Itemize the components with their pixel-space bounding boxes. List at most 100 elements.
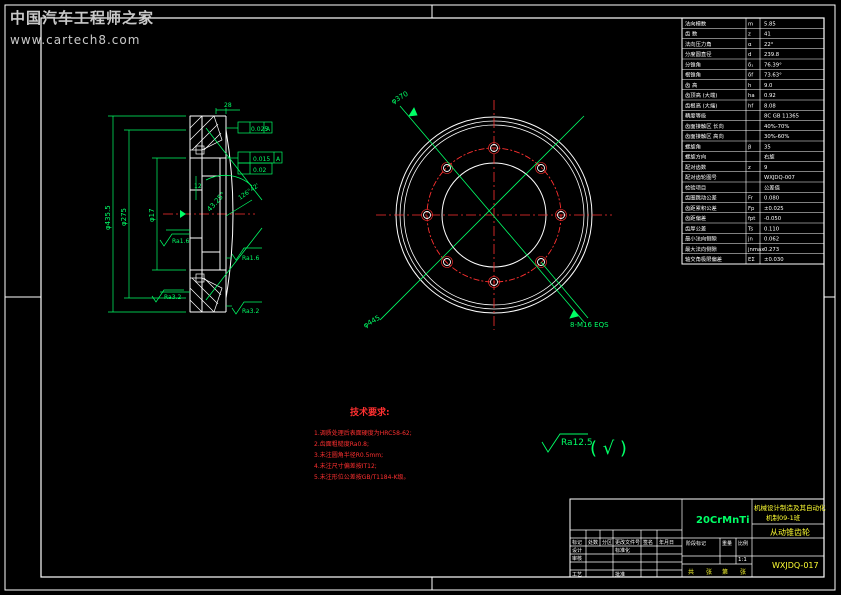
bolt-holes: [423, 144, 565, 286]
param-symbol: δ₁: [748, 62, 753, 68]
param-name: 齿距累积公差: [685, 204, 717, 212]
param-value: 35: [764, 144, 771, 150]
tech-req-line-5: 5.未注形位公差按GB/T1184-K级。: [314, 473, 410, 481]
roughness-label-3: Ra1.6: [242, 255, 259, 262]
param-name: 最大法向侧隙: [685, 245, 717, 253]
hdr-zone: 分区: [602, 539, 612, 546]
label-scale: 比例: [738, 540, 748, 547]
title-block-text: 20CrMnTi 机械设计制造及其自动化 机制09-1班 从动锥齿轮 WXJDQ…: [572, 503, 826, 578]
hdr-sign: 签名: [643, 539, 653, 546]
param-value: 0.273: [764, 247, 779, 253]
title-part-name: 从动锥齿轮: [770, 527, 810, 537]
param-value: 9: [764, 165, 767, 171]
hdr-change-doc: 更改文件号: [615, 539, 640, 546]
watermark-url: www.cartech8.com: [10, 33, 140, 47]
param-name: 螺旋角: [685, 142, 701, 150]
label-reviewer: 审核: [572, 555, 582, 562]
hdr-mark: 标记: [572, 539, 582, 546]
param-name: 齿顶高 (大端): [685, 91, 717, 99]
param-symbol: m: [748, 21, 753, 27]
label-designer: 设计: [572, 547, 582, 554]
param-value: 5.85: [764, 21, 776, 27]
param-symbol: h: [748, 83, 751, 89]
param-value: WXJDQ-007: [764, 175, 795, 181]
centerlines: [376, 100, 612, 330]
title-school: 机械设计制造及其自动化: [754, 503, 826, 512]
param-symbol: jnmax: [747, 247, 764, 253]
param-name: 根锥角: [685, 71, 701, 79]
watermark-title: 中国汽车工程师之家: [10, 9, 154, 27]
param-symbol: δf: [748, 73, 753, 79]
sheet-no-label: 第: [722, 568, 728, 576]
dim-width-top: 28: [224, 102, 232, 109]
dim-mid: 12: [194, 183, 202, 190]
hdr-count: 处数: [588, 539, 598, 546]
title-class: 机制09-1班: [766, 513, 801, 522]
general-roughness-value: Ra12.5: [561, 438, 593, 448]
label-stage: 阶段标记: [686, 540, 706, 547]
title-material: 20CrMnTi: [696, 515, 750, 526]
param-symbol: hf: [748, 103, 753, 109]
sheet-total-unit: 张: [706, 568, 712, 576]
tech-req-line-4: 4.未注尺寸偏差按IT12;: [314, 462, 377, 470]
side-circular-view: φ370 8-M16 EQS φ445: [362, 90, 612, 330]
param-value: 8.08: [764, 103, 776, 109]
tolerance-value-3: 0.02: [253, 167, 267, 174]
param-value: 右旋: [764, 153, 775, 161]
side-label-left: φ445: [362, 314, 382, 330]
tech-req-line-2: 2.齿面粗糙度Ra0.8;: [314, 440, 369, 448]
param-symbol: β: [748, 144, 751, 150]
dim-dia-bore: φ275: [120, 208, 128, 226]
param-name: 分度圆直径: [685, 50, 712, 58]
dim-dia-outer: φ435.5: [104, 205, 112, 230]
param-value: ±0.030: [764, 257, 784, 263]
hdr-date: 年月日: [659, 539, 674, 546]
datum-label-1: A: [266, 126, 271, 133]
param-name: 法向模数: [685, 19, 707, 27]
tech-req-line-3: 3.未注圆角半径R0.5mm;: [314, 451, 383, 459]
tolerance-value-2: 0.015: [253, 156, 270, 163]
value-scale: 1:1: [738, 557, 747, 563]
param-name: 齿距偏差: [685, 214, 706, 222]
param-value: 40%-70%: [764, 124, 789, 130]
side-label-top: φ370: [390, 90, 410, 106]
param-symbol: d: [748, 52, 751, 58]
param-symbol: Fp: [748, 206, 755, 212]
param-value: -0.050: [764, 216, 782, 222]
label-weight: 重量: [722, 540, 732, 547]
label-approve: 批准: [615, 571, 625, 578]
param-name: 轴交角极限偏差: [685, 255, 722, 263]
param-symbol: Fr: [748, 196, 754, 202]
tech-req-title: 技术要求:: [350, 406, 390, 418]
param-symbol: fpt: [748, 216, 755, 222]
param-symbol: ha: [748, 93, 755, 99]
param-value: 0.062: [764, 237, 779, 243]
tolerance-frame-2: 0.015 A 0.02: [237, 151, 283, 175]
param-value: 41: [764, 32, 771, 38]
param-name: 螺旋方向: [685, 153, 706, 161]
drawing-frame: [4, 4, 836, 591]
hatch-section-top: [189, 115, 223, 155]
param-value: 0.92: [764, 93, 776, 99]
param-name: 齿面接触区 长向: [685, 122, 724, 130]
param-value: 公差值: [764, 183, 781, 191]
title-drawing-no: WXJDQ-017: [772, 561, 819, 570]
tolerance-value-1: 0.025: [251, 126, 268, 133]
param-value: 73.63°: [764, 73, 782, 79]
roughness-label-4: Ra3.2: [242, 308, 259, 315]
param-name: 分锥角: [685, 60, 701, 68]
general-roughness: Ra12.5 ( √ ): [541, 433, 627, 459]
param-value: ±0.025: [764, 206, 784, 212]
watermark: 中国汽车工程师之家 www.cartech8.com: [10, 9, 154, 47]
sheet-no-unit: 张: [740, 568, 746, 576]
datum-label-2: A: [276, 156, 281, 163]
roughness-symbol-4: Ra3.2: [231, 301, 262, 315]
sheet-total-label: 共: [688, 568, 694, 576]
tech-req-line-1: 1.调质处理后表面硬度为HRC58-62;: [314, 429, 412, 437]
param-symbol: α: [748, 42, 752, 48]
general-roughness-paren: ( √ ): [590, 438, 627, 459]
param-name: 最小法向侧隙: [685, 235, 717, 243]
roughness-label-2: Ra3.2: [164, 294, 181, 301]
